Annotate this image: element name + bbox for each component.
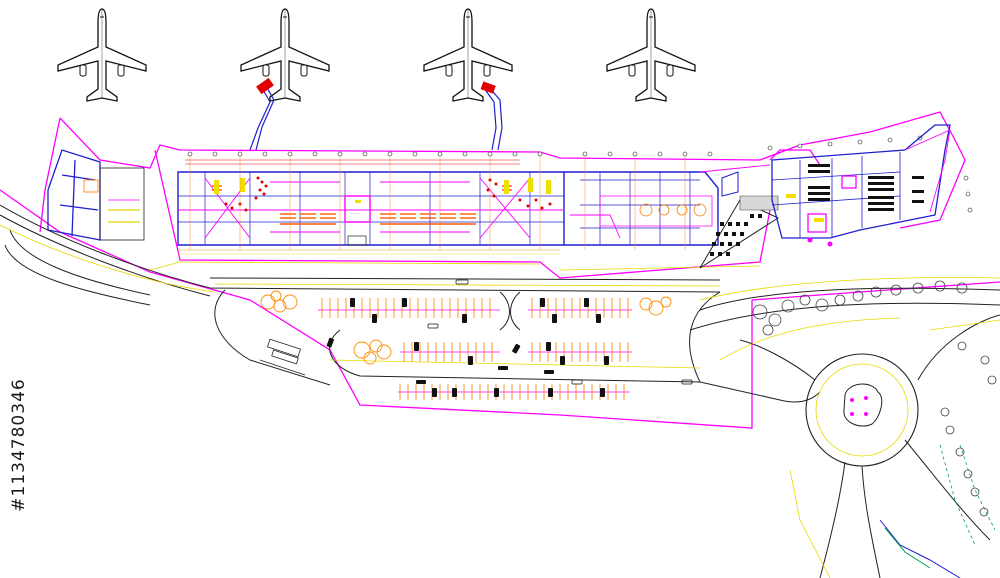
- right-wing-fixtures: [786, 194, 824, 222]
- security-screening: [224, 176, 552, 212]
- parked-cars: [326, 279, 693, 397]
- right-wing-building: [771, 124, 951, 247]
- jet-bridge-left: [249, 77, 275, 151]
- stock-image-id-text: #1134780346: [9, 378, 29, 512]
- bus-stop: [259, 338, 306, 376]
- structural-grid-lines: [178, 156, 686, 255]
- check-in-counters: [214, 178, 551, 203]
- seating-areas: [212, 185, 512, 225]
- aircraft-icon: [423, 8, 513, 102]
- landside-trees-grey: [752, 280, 997, 517]
- landside-markings: [0, 224, 1000, 578]
- stock-image-id: #1134780346: [6, 330, 32, 560]
- jet-bridge-right: [480, 81, 503, 151]
- atrium: [599, 195, 713, 227]
- structural-grid-markers: [187, 135, 973, 213]
- aircraft-icon: [57, 8, 147, 102]
- right-wing-seating: [808, 164, 924, 211]
- aircraft-icon: [606, 8, 696, 102]
- access-roads: [0, 204, 1000, 403]
- main-terminal: [177, 171, 719, 246]
- landside-trees-orange: [260, 290, 672, 365]
- car-parking: [318, 298, 632, 400]
- roundabout: [739, 314, 1000, 578]
- gate-label: ····: [350, 211, 360, 216]
- aircraft-icon: [240, 8, 330, 102]
- terminal-circulation: [178, 159, 771, 239]
- left-service-building: [47, 149, 145, 241]
- cafe-seating-wedge: [699, 171, 780, 269]
- road-sign: ···: [455, 279, 462, 284]
